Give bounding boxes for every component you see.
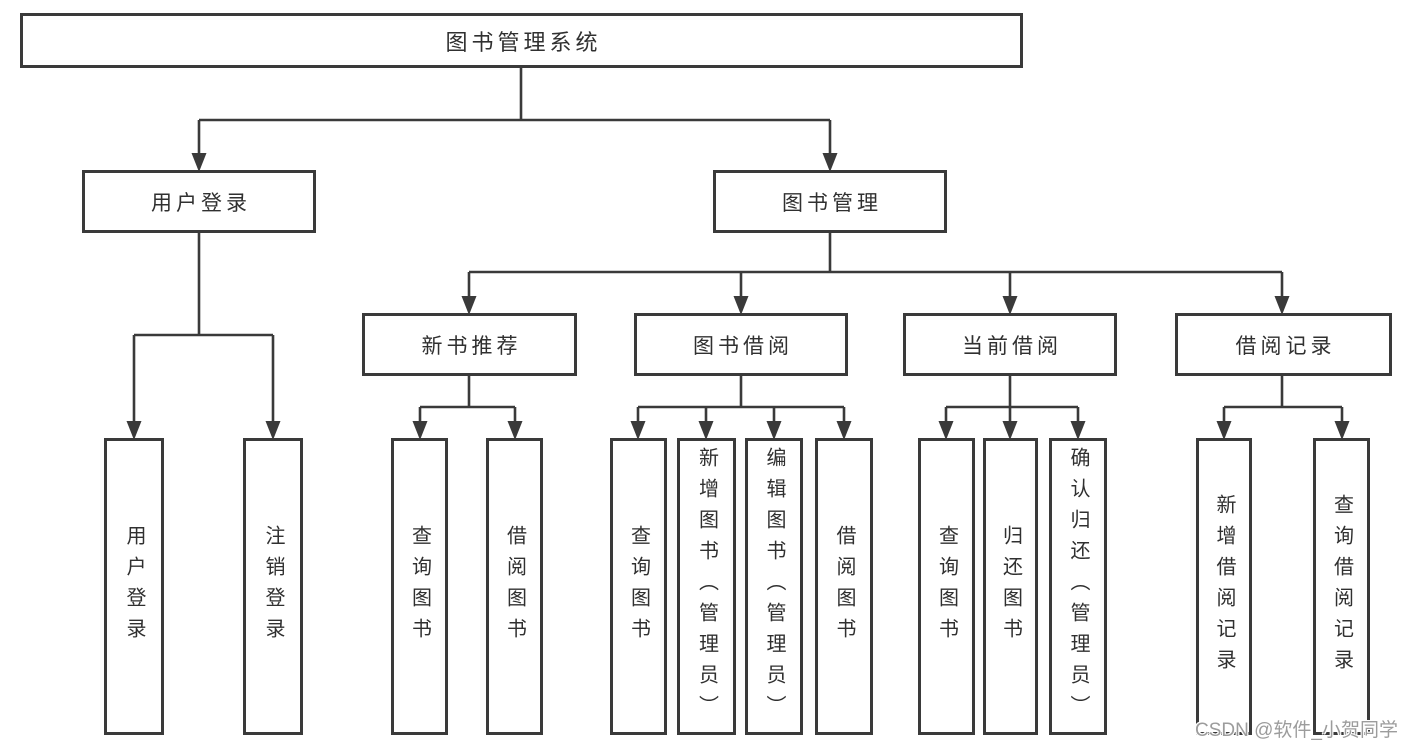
connector-new-book-recommend-to-leaves <box>412 376 523 440</box>
connector-current-borrow-to-leaves <box>938 376 1086 440</box>
leaf-user-login: 用户登录 <box>104 438 164 735</box>
node-book-borrow: 图书借阅 <box>634 313 848 376</box>
node-book-management: 图书管理 <box>713 170 947 233</box>
node-label: 新增图书（管理员） <box>695 447 718 726</box>
node-label: 查询图书 <box>935 524 958 649</box>
node-label: 当前借阅 <box>962 334 1062 358</box>
leaf-confirm-return-admin: 确认归还（管理员） <box>1049 438 1107 735</box>
node-root-library-management-system: 图书管理系统 <box>20 13 1023 68</box>
leaf-return-books: 归还图书 <box>983 438 1038 735</box>
node-label: 用户登录 <box>123 524 145 649</box>
leaf-add-books-admin: 新增图书（管理员） <box>677 438 736 735</box>
connector-borrow-records-to-leaves <box>1216 376 1350 440</box>
node-new-book-recommend: 新书推荐 <box>362 313 577 376</box>
leaf-borrow-books-recommend: 借阅图书 <box>486 438 543 735</box>
node-label: 图书管理 <box>782 191 882 215</box>
leaf-add-borrow-record: 新增借阅记录 <box>1196 438 1252 735</box>
node-label: 新书推荐 <box>421 334 522 358</box>
node-label: 确认归还（管理员） <box>1067 447 1089 726</box>
leaf-query-books-borrow: 查询图书 <box>610 438 667 735</box>
node-label: 图书借阅 <box>693 334 793 358</box>
connector-root-to-level2 <box>191 68 838 172</box>
node-label: 查询图书 <box>408 524 431 649</box>
leaf-logout: 注销登录 <box>243 438 303 735</box>
node-label: 借阅图书 <box>833 524 855 649</box>
node-label: 借阅记录 <box>1235 334 1336 358</box>
node-label: 新增借阅记录 <box>1213 493 1235 680</box>
leaf-borrow-books: 借阅图书 <box>815 438 873 735</box>
node-label: 注销登录 <box>262 524 284 649</box>
node-label: 借阅图书 <box>503 524 526 649</box>
leaf-query-borrow-record: 查询借阅记录 <box>1313 438 1370 735</box>
leaf-edit-books-admin: 编辑图书（管理员） <box>745 438 803 735</box>
node-label: 用户登录 <box>151 191 251 215</box>
node-label: 查询图书 <box>627 524 650 649</box>
node-borrow-records: 借阅记录 <box>1175 313 1392 376</box>
node-current-borrow: 当前借阅 <box>903 313 1117 376</box>
node-label: 编辑图书（管理员） <box>763 447 785 726</box>
leaf-query-books-current: 查询图书 <box>918 438 975 735</box>
node-user-login: 用户登录 <box>82 170 316 233</box>
node-label: 归还图书 <box>999 524 1022 649</box>
connector-user-login-to-leaves <box>126 233 281 440</box>
node-label: 图书管理系统 <box>445 29 602 55</box>
connector-book-management-to-level3 <box>461 233 1290 315</box>
connector-book-borrow-to-leaves <box>630 376 852 440</box>
node-label: 查询借阅记录 <box>1330 493 1353 680</box>
csdn-watermark: CSDN @软件_小贺同学 <box>1195 720 1398 741</box>
leaf-query-books-recommend: 查询图书 <box>391 438 448 735</box>
